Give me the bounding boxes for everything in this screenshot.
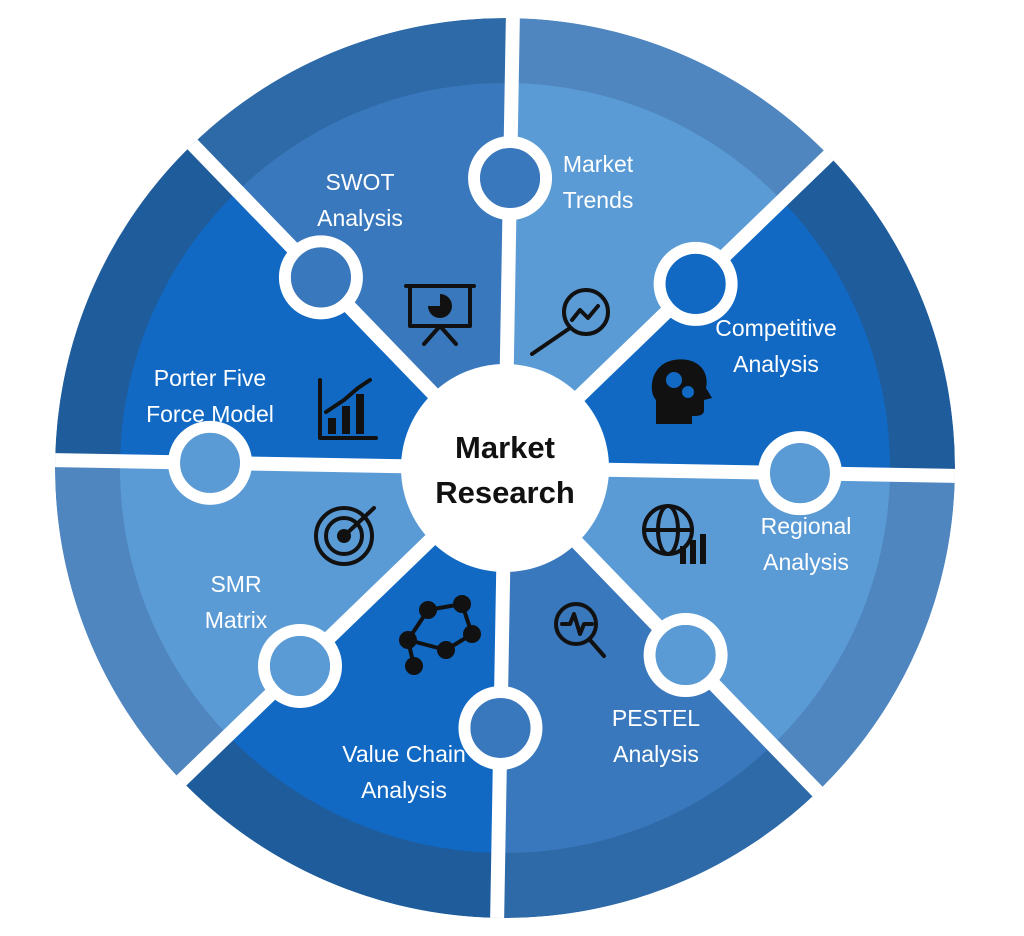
- label-line: Matrix: [205, 607, 268, 633]
- label-line: Value Chain: [342, 741, 466, 767]
- label-line: Force Model: [146, 401, 274, 427]
- label-line: SWOT: [326, 169, 395, 195]
- bar-chart-icon: [318, 378, 378, 440]
- puzzle-dividers: [55, 18, 955, 918]
- label-line: Competitive: [715, 315, 836, 341]
- label-line: SMR: [210, 571, 261, 597]
- label-line: Porter Five: [154, 365, 266, 391]
- network-people-icon: [399, 595, 481, 675]
- segment-value-chain-analysis: [181, 468, 505, 918]
- magnifier-chart-icon: [530, 288, 610, 356]
- segment-competitive-analysis: [505, 155, 955, 476]
- head-gears-icon: [651, 359, 712, 424]
- label-smr-matrix: SMR Matrix: [205, 571, 268, 633]
- segment-regional-analysis: [505, 468, 955, 792]
- center-title-line1: Market: [455, 430, 555, 465]
- label-line: PESTEL: [612, 705, 700, 731]
- presentation-board-icon: [404, 284, 476, 346]
- magnifier-pulse-icon: [554, 602, 606, 658]
- segment-porter-five-force-model: [55, 144, 505, 468]
- globe-chart-icon: [642, 504, 706, 564]
- segment-smr-matrix: [55, 460, 506, 781]
- label-line: Analysis: [733, 351, 819, 377]
- label-swot-analysis: SWOT Analysis: [317, 169, 403, 231]
- label-line: Analysis: [317, 205, 403, 231]
- label-line: Trends: [563, 187, 634, 213]
- label-line: Analysis: [613, 741, 699, 767]
- segment-pestel-analysis: [497, 468, 818, 918]
- segment-market-trends: [505, 18, 829, 468]
- label-line: Analysis: [361, 777, 447, 803]
- segment-icons: [314, 284, 712, 675]
- puzzle-segments: [55, 18, 955, 918]
- label-line: Market: [563, 151, 634, 177]
- label-pestel-analysis: PESTEL Analysis: [612, 705, 700, 767]
- segment-swot-analysis: [192, 18, 513, 469]
- center-title-line2: Research: [435, 475, 575, 510]
- label-line: Analysis: [763, 549, 849, 575]
- target-icon: [314, 506, 376, 566]
- center-hub: [401, 364, 609, 572]
- label-line: Regional: [761, 513, 852, 539]
